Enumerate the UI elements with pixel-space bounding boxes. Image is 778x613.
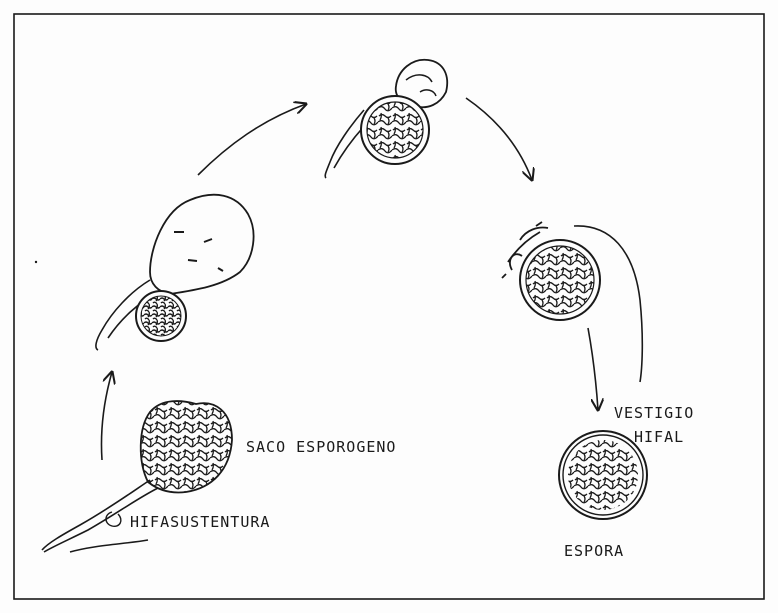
- label-hifal: HIFAL: [634, 428, 684, 446]
- emptying-sac: [150, 195, 254, 294]
- arrow-stage2-to-stage3: [198, 104, 306, 175]
- sporogenous-sac: [141, 401, 232, 492]
- speck: [35, 261, 37, 263]
- sac-residue-marks: [174, 232, 223, 271]
- mature-spore-content: [568, 440, 638, 510]
- spore-stage3-content: [367, 102, 423, 158]
- spore-stage4-content: [526, 246, 594, 314]
- label-espora: ESPORA: [564, 542, 624, 560]
- label-saco-esporogeno: SACO ESPOROGENO: [246, 438, 396, 456]
- label-vestigio: VESTIGIO: [614, 404, 694, 422]
- arrow-stage3-to-stage4: [466, 98, 532, 180]
- young-spore-content: [141, 296, 181, 336]
- arrow-stage4-to-stage5: [588, 328, 598, 410]
- early-spore-stage: [96, 195, 254, 350]
- hyphal-remnant: [70, 540, 148, 552]
- collapsed-sac-stage: [325, 60, 447, 178]
- detaching-spore-stage: [502, 222, 642, 382]
- arrow-stage1-to-stage2: [101, 372, 112, 460]
- label-hifasustentura: HIFASUSTENTURA: [130, 513, 270, 531]
